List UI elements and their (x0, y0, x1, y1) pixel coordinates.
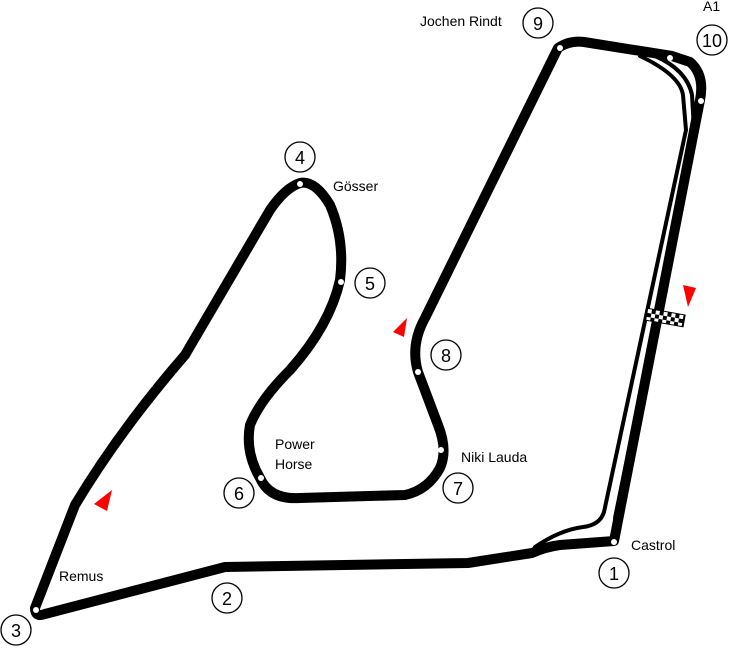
turn-number: 8 (441, 346, 451, 366)
direction-arrow-icon (94, 490, 112, 511)
turn-number: 9 (533, 14, 543, 34)
corner-marker (698, 98, 704, 104)
turn-number: 1 (609, 564, 619, 584)
turn-number: 3 (11, 621, 21, 641)
turn-number: 5 (365, 274, 375, 294)
turn-number: 10 (702, 31, 722, 51)
turn-number-badges (0, 7, 728, 646)
corner-marker (415, 369, 421, 375)
turn-number: 7 (453, 479, 463, 499)
turn-badge (0, 614, 32, 646)
corner-name-power-horse-line1: Power (275, 436, 315, 452)
turn-badge (223, 477, 255, 509)
corner-name-power-horse-line2: Horse (275, 456, 313, 472)
corner-name-remus: Remus (59, 568, 103, 584)
corner-name-a1: A1 (703, 0, 720, 14)
pit-lane (533, 54, 696, 549)
direction-arrows (94, 285, 696, 511)
corner-marker (557, 45, 563, 51)
start-finish-line (644, 307, 686, 328)
turn-badge (284, 141, 316, 173)
corner-marker (338, 279, 344, 285)
direction-arrow-icon (683, 285, 696, 307)
corner-name-power-horse: Power Horse (275, 436, 319, 472)
corner-marker (297, 181, 303, 187)
turn-badge (430, 339, 462, 371)
corner-name-gosser: Gösser (333, 178, 378, 194)
main-track (30, 36, 707, 621)
turn-number: 2 (222, 589, 232, 609)
corner-marker (438, 447, 444, 453)
turn-number: 4 (295, 148, 305, 168)
direction-arrow-icon (393, 318, 407, 337)
corner-name-niki-lauda: Niki Lauda (461, 449, 527, 465)
corner-name-castrol: Castrol (631, 537, 675, 553)
turn-badge (598, 557, 630, 589)
turn-badge (442, 472, 474, 504)
turn-badge (696, 24, 728, 56)
corner-marker (33, 607, 39, 613)
turn-badge (354, 267, 386, 299)
corner-marker (667, 55, 673, 61)
corner-marker (258, 475, 264, 481)
turn-badge (211, 582, 243, 614)
corner-name-jochen-rindt: Jochen Rindt (420, 13, 502, 29)
turn-number: 6 (234, 484, 244, 504)
turn-badge (522, 7, 554, 39)
corner-markers (33, 45, 704, 613)
corner-marker (611, 539, 617, 545)
